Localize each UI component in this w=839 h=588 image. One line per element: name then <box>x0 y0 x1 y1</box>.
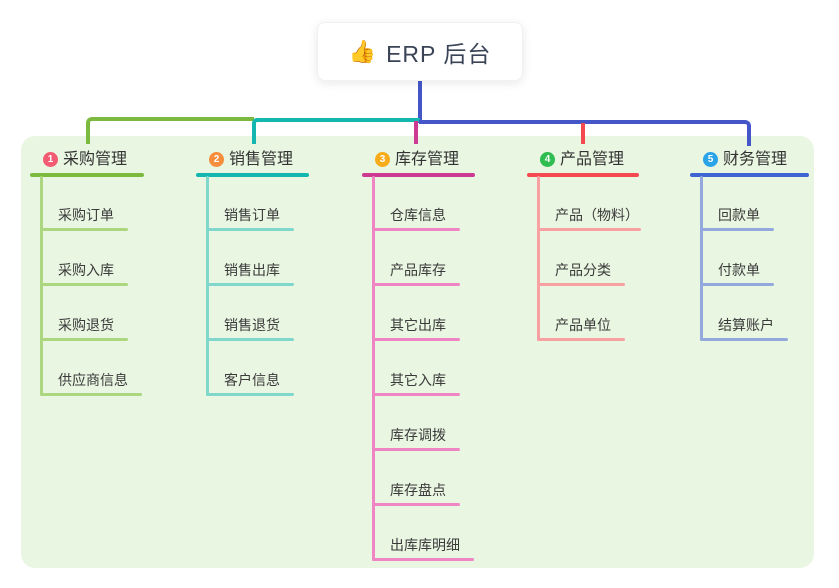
child-underline <box>372 228 460 231</box>
branch-node-3[interactable]: 3 库存管理 <box>362 148 475 178</box>
child-label: 结算账户 <box>718 317 774 333</box>
child-node[interactable]: 出库库明细 <box>372 533 492 561</box>
child-vertical-line <box>40 176 43 396</box>
child-underline <box>700 228 774 231</box>
child-label: 付款单 <box>718 262 760 278</box>
child-underline <box>372 338 460 341</box>
child-underline <box>40 338 128 341</box>
child-underline <box>372 558 474 561</box>
child-underline <box>206 228 294 231</box>
child-underline <box>40 283 128 286</box>
branch-label: 财务管理 <box>723 151 788 168</box>
child-label: 产品（物料） <box>555 207 639 223</box>
child-label: 出库库明细 <box>390 537 460 553</box>
child-label: 产品分类 <box>555 262 611 278</box>
child-vertical-line <box>372 176 375 561</box>
child-node[interactable]: 供应商信息 <box>40 368 160 396</box>
branch-label: 库存管理 <box>395 151 460 168</box>
child-label: 采购订单 <box>58 207 114 223</box>
child-node[interactable]: 结算账户 <box>700 313 820 341</box>
branch-2-connector-line <box>252 118 420 144</box>
child-label: 采购入库 <box>58 262 114 278</box>
child-label: 产品库存 <box>390 262 446 278</box>
thumbs-up-icon: 👍 <box>348 38 377 64</box>
child-node[interactable]: 销售退货 <box>206 313 326 341</box>
branches-panel <box>21 136 814 568</box>
branch-underline <box>362 173 475 177</box>
branch-label: 销售管理 <box>229 151 294 168</box>
child-node[interactable]: 其它入库 <box>372 368 492 396</box>
child-vertical-line <box>206 176 209 396</box>
child-node[interactable]: 采购入库 <box>40 258 160 286</box>
branch-badge: 1 <box>43 152 58 167</box>
child-node[interactable]: 库存盘点 <box>372 478 492 506</box>
child-underline <box>372 503 460 506</box>
branch-5-connector-line <box>419 120 751 146</box>
branch-underline <box>30 173 144 177</box>
branch-badge: 5 <box>703 152 718 167</box>
child-underline <box>700 283 774 286</box>
child-underline <box>40 228 128 231</box>
child-underline <box>537 228 641 231</box>
child-label: 库存调拨 <box>390 427 446 443</box>
child-label: 客户信息 <box>224 372 280 388</box>
root-connector-line <box>418 81 422 123</box>
child-underline <box>372 448 460 451</box>
root-label: ERP 后台 <box>386 40 492 67</box>
child-node[interactable]: 产品（物料） <box>537 203 657 231</box>
branch-4-connector-line <box>581 123 585 144</box>
child-underline <box>206 338 294 341</box>
child-node[interactable]: 采购退货 <box>40 313 160 341</box>
child-label: 仓库信息 <box>390 207 446 223</box>
branch-node-1[interactable]: 1 采购管理 <box>30 148 144 178</box>
child-node[interactable]: 库存调拨 <box>372 423 492 451</box>
child-label: 采购退货 <box>58 317 114 333</box>
child-underline <box>372 393 460 396</box>
branch-3-connector-line <box>414 121 418 144</box>
child-node[interactable]: 付款单 <box>700 258 820 286</box>
branch-badge: 3 <box>375 152 390 167</box>
child-vertical-line <box>700 176 703 341</box>
child-underline <box>700 338 788 341</box>
child-label: 销售出库 <box>224 262 280 278</box>
child-node[interactable]: 回款单 <box>700 203 820 231</box>
child-label: 供应商信息 <box>58 372 128 388</box>
branch-underline <box>690 173 809 177</box>
branch-node-5[interactable]: 5 财务管理 <box>690 148 809 178</box>
child-label: 其它入库 <box>390 372 446 388</box>
branch-label: 采购管理 <box>63 151 128 168</box>
child-node[interactable]: 销售订单 <box>206 203 326 231</box>
child-node[interactable]: 其它出库 <box>372 313 492 341</box>
branch-underline <box>527 173 639 177</box>
child-underline <box>206 393 294 396</box>
child-underline <box>537 283 625 286</box>
child-label: 其它出库 <box>390 317 446 333</box>
child-underline <box>40 393 142 396</box>
child-node[interactable]: 仓库信息 <box>372 203 492 231</box>
branch-1-connector-line <box>86 117 254 144</box>
branch-node-4[interactable]: 4 产品管理 <box>527 148 639 178</box>
root-node[interactable]: 👍 ERP 后台 <box>317 22 523 81</box>
child-node[interactable]: 产品分类 <box>537 258 657 286</box>
child-node[interactable]: 采购订单 <box>40 203 160 231</box>
child-vertical-line <box>537 176 540 341</box>
branch-label: 产品管理 <box>560 151 625 168</box>
child-underline <box>372 283 460 286</box>
child-label: 销售订单 <box>224 207 280 223</box>
branch-badge: 4 <box>540 152 555 167</box>
branch-underline <box>196 173 309 177</box>
child-underline <box>206 283 294 286</box>
child-label: 销售退货 <box>224 317 280 333</box>
child-underline <box>537 338 625 341</box>
child-label: 库存盘点 <box>390 482 446 498</box>
child-node[interactable]: 产品单位 <box>537 313 657 341</box>
branch-badge: 2 <box>209 152 224 167</box>
child-node[interactable]: 客户信息 <box>206 368 326 396</box>
child-node[interactable]: 销售出库 <box>206 258 326 286</box>
branch-node-2[interactable]: 2 销售管理 <box>196 148 309 178</box>
child-label: 回款单 <box>718 207 760 223</box>
child-label: 产品单位 <box>555 317 611 333</box>
child-node[interactable]: 产品库存 <box>372 258 492 286</box>
